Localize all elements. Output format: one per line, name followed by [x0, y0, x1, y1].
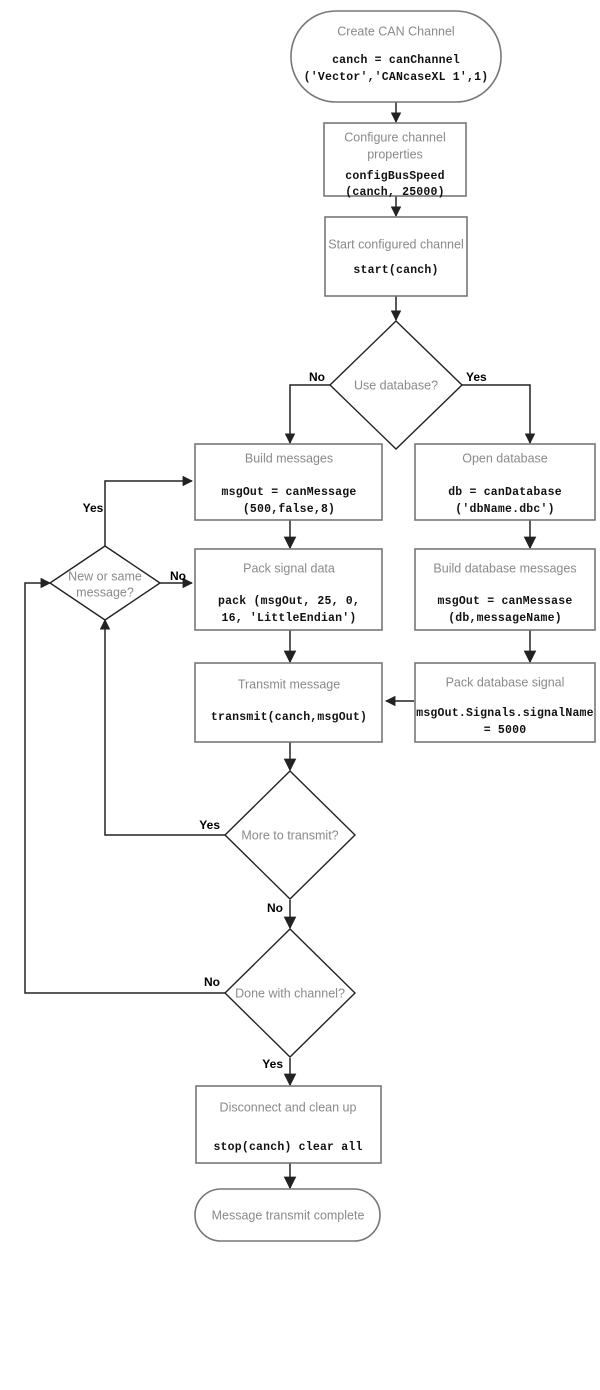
- edge-newsame-yes-to-build: [104, 475, 194, 548]
- build-database-messages-code-1: msgOut = canMessase: [438, 595, 573, 608]
- edge-done-no-to-newsame: [24, 577, 225, 994]
- open-database-title: Open database: [462, 451, 548, 465]
- build-messages-code-2: (500,false,8): [243, 503, 335, 516]
- transmit-message-code-1: transmit(canch,msgOut): [211, 711, 367, 724]
- label-more-yes: Yes: [199, 818, 220, 832]
- build-database-messages-code-2: (db,messageName): [448, 612, 562, 625]
- open-database-code-2: ('dbName.dbc'): [455, 503, 554, 516]
- decision-use-database[interactable]: Use database?: [328, 320, 464, 450]
- disconnect-title: Disconnect and clean up: [220, 1100, 357, 1114]
- start-channel-shape: [324, 216, 468, 297]
- create-channel-shape: [290, 10, 502, 103]
- complete-title: Message transmit complete: [212, 1208, 365, 1222]
- transmit-message-shape: [194, 662, 383, 743]
- node-start-channel[interactable]: Start configured channel start(canch): [324, 216, 468, 297]
- build-messages-title: Build messages: [245, 451, 333, 465]
- label-newsame-no: No: [170, 569, 186, 583]
- configure-channel-code-1: configBusSpeed: [345, 170, 444, 183]
- disconnect-shape: [195, 1085, 382, 1164]
- connectors: [24, 102, 537, 1190]
- node-build-database-messages[interactable]: Build database messages msgOut = canMess…: [414, 548, 596, 631]
- done-with-channel-text: Done with channel?: [235, 986, 345, 1000]
- node-create-can-channel[interactable]: Create CAN Channel canch = canChannel ('…: [290, 10, 502, 103]
- build-database-messages-title: Build database messages: [433, 561, 576, 575]
- more-to-transmit-shape: [224, 770, 356, 900]
- edge-usedb-no-to-build: [284, 384, 330, 445]
- pack-signal-data-code-2: 16, 'LittleEndian'): [222, 612, 357, 625]
- label-usedb-no: No: [309, 370, 325, 384]
- label-done-no: No: [204, 975, 220, 989]
- configure-channel-title-1: Configure channel: [344, 130, 445, 144]
- edge-more-yes-to-newsame: [99, 618, 225, 836]
- node-pack-database-signal[interactable]: Pack database signal msgOut.Signals.sign…: [414, 662, 596, 743]
- create-channel-code-1: canch = canChannel: [332, 54, 460, 67]
- create-channel-title: Create CAN Channel: [337, 24, 454, 38]
- label-more-no: No: [267, 901, 283, 915]
- build-messages-shape: [194, 443, 383, 521]
- create-channel-code-2: ('Vector','CANcaseXL 1',1): [304, 71, 489, 84]
- pack-signal-data-code-1: pack (msgOut, 25, 0,: [218, 595, 360, 608]
- node-disconnect-clean-up[interactable]: Disconnect and clean up stop(canch) clea…: [195, 1085, 382, 1164]
- new-or-same-shape: [48, 545, 162, 621]
- build-messages-code-1: msgOut = canMessage: [222, 486, 357, 499]
- node-pack-signal-data[interactable]: Pack signal data pack (msgOut, 25, 0, 16…: [194, 548, 383, 631]
- pack-database-signal-code-2: = 5000: [484, 724, 527, 737]
- use-database-text: Use database?: [354, 378, 438, 392]
- decision-more-to-transmit[interactable]: More to transmit?: [224, 770, 356, 900]
- done-with-channel-shape: [224, 928, 356, 1058]
- open-database-code-1: db = canDatabase: [448, 486, 562, 499]
- configure-channel-title-2: properties: [367, 147, 423, 161]
- start-channel-title: Start configured channel: [328, 237, 464, 251]
- start-channel-code-1: start(canch): [353, 264, 438, 277]
- node-build-messages[interactable]: Build messages msgOut = canMessage (500,…: [194, 443, 383, 521]
- label-done-yes: Yes: [262, 1057, 283, 1071]
- pack-signal-data-title: Pack signal data: [243, 561, 335, 575]
- node-message-transmit-complete[interactable]: Message transmit complete: [194, 1188, 381, 1242]
- configure-channel-code-2: (canch, 25000): [345, 186, 444, 199]
- label-newsame-yes: Yes: [83, 501, 104, 515]
- complete-shape: [194, 1188, 381, 1242]
- pack-database-signal-shape: [414, 662, 596, 743]
- more-to-transmit-text: More to transmit?: [241, 828, 338, 842]
- use-database-shape: [328, 320, 464, 450]
- new-or-same-text-1: New or same: [68, 569, 142, 583]
- node-transmit-message[interactable]: Transmit message transmit(canch,msgOut): [194, 662, 383, 743]
- new-or-same-text-2: message?: [76, 585, 134, 599]
- node-open-database[interactable]: Open database db = canDatabase ('dbName.…: [414, 443, 596, 521]
- edge-usedb-yes-to-opendb: [462, 384, 536, 445]
- pack-database-signal-title: Pack database signal: [446, 675, 565, 689]
- transmit-message-title: Transmit message: [238, 677, 340, 691]
- disconnect-code-1: stop(canch) clear all: [213, 1141, 362, 1154]
- pack-database-signal-code-1: msgOut.Signals.signalName: [416, 707, 594, 720]
- open-database-shape: [414, 443, 596, 521]
- decision-done-with-channel[interactable]: Done with channel?: [224, 928, 356, 1058]
- configure-channel-shape: [323, 122, 467, 197]
- label-usedb-yes: Yes: [466, 370, 487, 384]
- node-configure-channel[interactable]: Configure channel properties configBusSp…: [323, 122, 467, 199]
- pack-signal-data-shape: [194, 548, 383, 631]
- decision-new-or-same-message[interactable]: New or same message?: [48, 545, 162, 621]
- build-database-messages-shape: [414, 548, 596, 631]
